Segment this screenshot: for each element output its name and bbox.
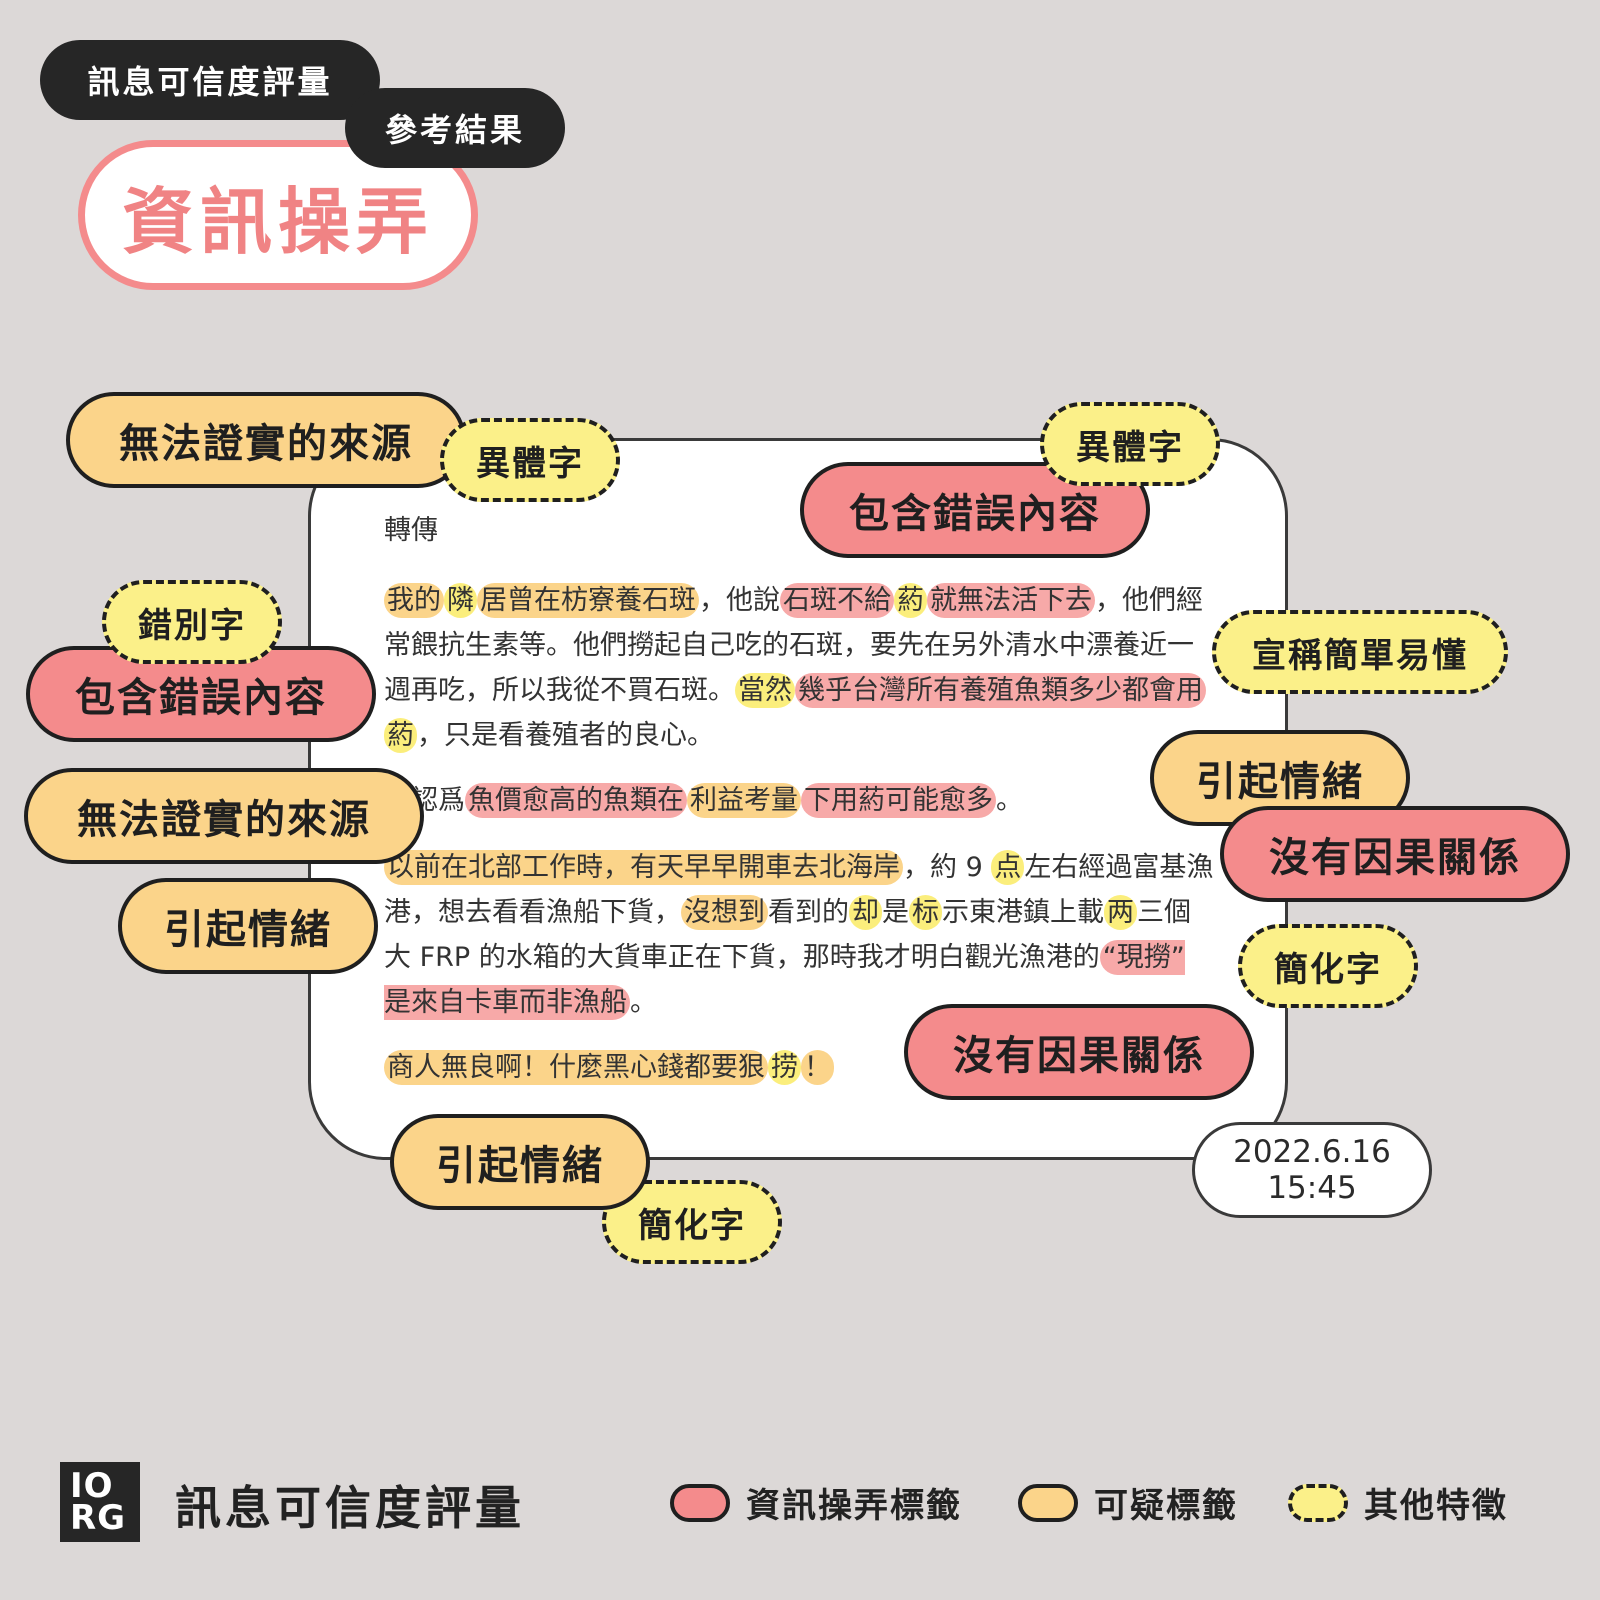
iorg-logo: IO RG — [60, 1462, 140, 1542]
message-text: 左右經過富基漁港，想去看看漁船下貨， — [384, 852, 1214, 928]
highlight-other: 点 — [991, 850, 1025, 885]
logo-line-1: IO — [70, 1466, 114, 1506]
message-text: ，他說 — [699, 585, 780, 616]
legend-manipulation: 資訊操弄標籤 — [670, 1478, 962, 1527]
legend-swatch-suspicious — [1018, 1483, 1078, 1522]
message-text: 三個大 FRP 的水箱的大貨車正在下貨，那時我才明白觀光漁港的 — [384, 897, 1191, 973]
tag-typo-char: 錯別字 — [102, 580, 282, 664]
highlight-suspicious: 沒想到 — [681, 895, 768, 930]
tag-emotion: 引起情緒 — [118, 878, 378, 974]
logo-line-2: RG — [70, 1498, 127, 1538]
highlight-other: 隣 — [444, 583, 477, 618]
timestamp: 2022.6.16 15:45 — [1192, 1122, 1432, 1218]
header-subtitle: 參考結果 — [345, 88, 565, 168]
legend-label: 其他特徵 — [1364, 1486, 1508, 1526]
message-text: 。 — [996, 785, 1023, 816]
legend-suspicious: 可疑標籤 — [1018, 1478, 1238, 1527]
message-text: ，約 9 — [903, 852, 992, 883]
tag-variant-char: 異體字 — [1040, 402, 1220, 486]
message-text: 示東港鎮上載 — [942, 897, 1104, 928]
highlight-other: 葯 — [384, 718, 417, 753]
tag-simplified-char: 簡化字 — [602, 1180, 782, 1264]
header-title: 訊息可信度評量 — [40, 40, 380, 120]
tag-simplified-char: 簡化字 — [1238, 924, 1418, 1008]
tag-false-content: 包含錯誤內容 — [26, 646, 376, 742]
tag-emotion: 引起情緒 — [390, 1114, 650, 1210]
tag-variant-char: 異體字 — [440, 418, 620, 502]
highlight-other: 两 — [1104, 895, 1137, 930]
message-paragraph-1: 我的隣居曾在枋寮養石斑，他說石斑不給葯就無法活下去，他們經常餵抗生素等。他們撈起… — [384, 578, 1214, 758]
highlight-manipulation: 就無法活下去 — [927, 583, 1095, 618]
highlight-other: 當然 — [735, 673, 795, 708]
tag-no-causality: 沒有因果關係 — [904, 1004, 1254, 1100]
legend-label: 可疑標籤 — [1094, 1486, 1238, 1526]
message-text: 。 — [630, 987, 657, 1018]
tag-unverified-source: 無法證實的來源 — [66, 392, 466, 488]
highlight-suspicious: 利益考量 — [687, 783, 801, 818]
tag-unverified-source: 無法證實的來源 — [24, 768, 424, 864]
legend-swatch-other — [1288, 1483, 1348, 1522]
highlight-manipulation: 幾乎台灣所有養殖魚類多少都會用 — [795, 673, 1206, 708]
message-paragraph-3: 以前在北部工作時，有天早早開車去北海岸，約 9 点左右經過富基漁港，想去看看漁船… — [384, 845, 1214, 1025]
message-text: ，他們經常餵抗生素等。他們撈起自己吃的石斑，要先在另外清水中漂養近一週再吃，所以… — [384, 585, 1203, 706]
highlight-manipulation: 下用葯可能愈多 — [801, 783, 996, 818]
footer-title: 訊息可信度評量 — [175, 1481, 525, 1535]
highlight-suspicious: 商人無良啊！什麼黑心錢都要狠 — [384, 1050, 768, 1085]
highlight-other: 捞 — [768, 1050, 801, 1085]
highlight-manipulation: 石斑不給 — [780, 583, 894, 618]
message-text: ，只是看養殖者的良心。 — [417, 720, 714, 751]
message-text: 是 — [882, 897, 909, 928]
message-text: 看到的 — [768, 897, 849, 928]
highlight-manipulation: 魚價愈高的魚類在 — [465, 783, 687, 818]
legend-other: 其他特徵 — [1288, 1478, 1508, 1527]
highlight-other: 却 — [849, 895, 882, 930]
legend-swatch-manipulation — [670, 1483, 730, 1522]
message-paragraph-2: 人認爲魚價愈高的魚類在利益考量下用葯可能愈多。 — [384, 778, 1214, 823]
tag-claim-simple: 宣稱簡單易懂 — [1212, 610, 1508, 694]
highlight-suspicious: 居曾在枋寮養石斑 — [477, 583, 699, 618]
tag-false-content: 包含錯誤內容 — [800, 462, 1150, 558]
timestamp-date: 2022.6.16 — [1233, 1134, 1391, 1170]
highlight-suspicious: ！ — [801, 1050, 834, 1085]
tag-no-causality: 沒有因果關係 — [1220, 806, 1570, 902]
highlight-suspicious: 我的 — [384, 583, 444, 618]
highlight-other: 葯 — [894, 583, 927, 618]
highlight-other: 标 — [909, 895, 942, 930]
timestamp-time: 15:45 — [1267, 1170, 1357, 1206]
message-paragraph-4: 商人無良啊！什麼黑心錢都要狠捞！ — [384, 1045, 1214, 1090]
highlight-suspicious: 以前在北部工作時，有天早早開車去北海岸 — [384, 850, 903, 885]
forward-label: 轉傳 — [384, 515, 438, 546]
legend-label: 資訊操弄標籤 — [746, 1486, 962, 1526]
